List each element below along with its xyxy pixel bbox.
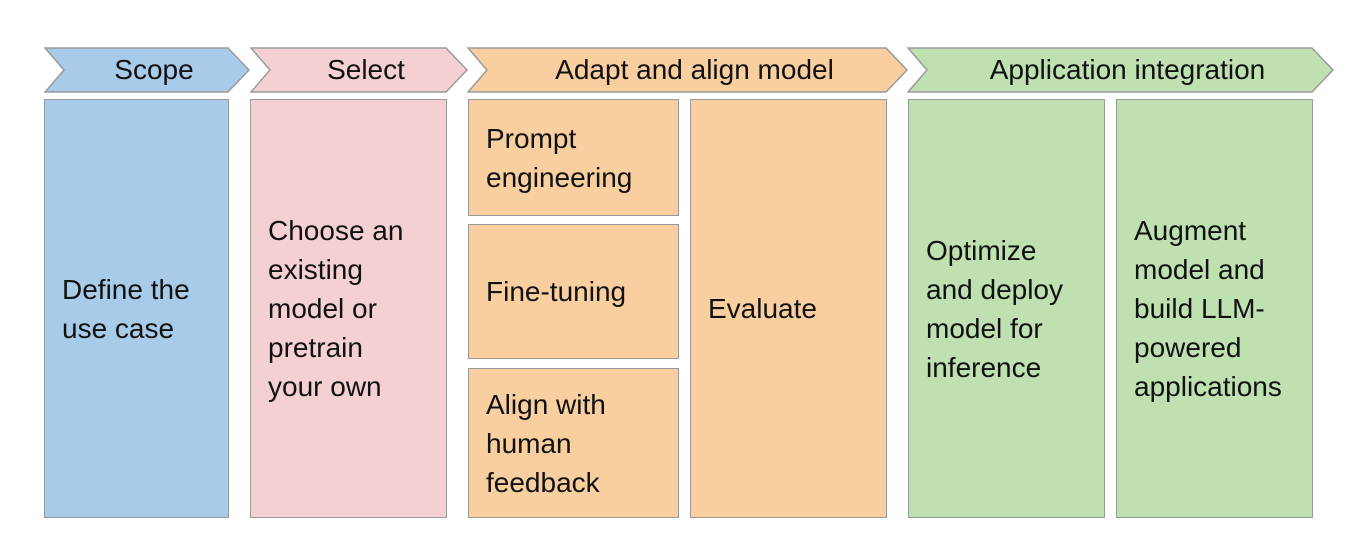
stage-label: Adapt and align model — [555, 54, 834, 85]
box-evaluate: Evaluate — [690, 99, 887, 518]
box-fine-tuning: Fine-tuning — [468, 224, 679, 359]
stage-label: Select — [327, 54, 405, 85]
chevron-shape — [467, 47, 908, 93]
box-optimize-deploy: Optimize and deploy model for inference — [908, 99, 1105, 518]
chevron-shape — [44, 47, 250, 93]
box-align-human-feedback: Align with human feedback — [468, 368, 679, 518]
box-augment-model: Augment model and build LLM- powered app… — [1116, 99, 1313, 518]
stage-select: Select — [250, 47, 468, 93]
box-define-use-case: Define the use case — [44, 99, 229, 518]
chevron-shape — [250, 47, 468, 93]
chevron-shape — [907, 47, 1334, 93]
stage-label: Application integration — [989, 54, 1266, 85]
stage-label: Scope — [114, 54, 194, 85]
box-choose-model: Choose an existing model or pretrain you… — [250, 99, 447, 518]
stage-adapt: Adapt and align model — [467, 47, 908, 93]
stage-scope: Scope — [44, 47, 250, 93]
stage-application: Application integration — [907, 47, 1334, 93]
box-prompt-engineering: Prompt engineering — [468, 99, 679, 216]
